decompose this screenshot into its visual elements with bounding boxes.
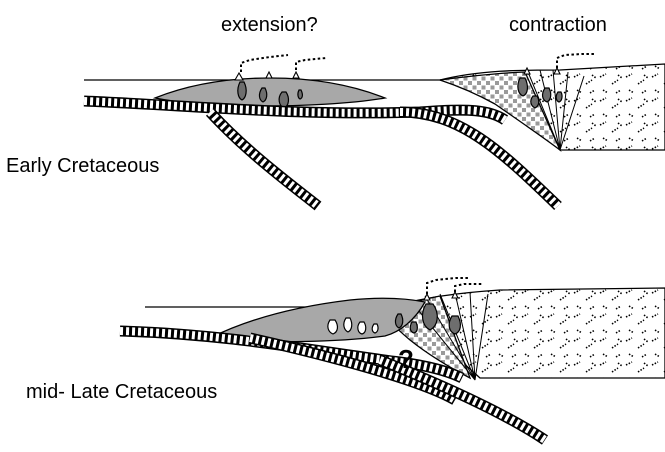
pluton	[518, 78, 528, 96]
late-cretaceous-panel: ? mid- Late Cretaceous	[26, 278, 665, 440]
subducting-slabs	[84, 101, 558, 206]
pluton	[259, 88, 266, 102]
eruption-plumes	[241, 55, 326, 72]
pluton	[531, 96, 539, 108]
pluton	[543, 88, 551, 102]
pluton	[449, 316, 460, 334]
pluton	[395, 314, 402, 328]
pluton	[344, 318, 352, 332]
pluton	[238, 82, 246, 100]
pluton	[298, 90, 302, 99]
pluton	[372, 324, 378, 333]
pluton	[556, 92, 562, 102]
late-cretaceous-label: mid- Late Cretaceous	[26, 381, 217, 403]
early-cretaceous-panel: extension? contraction	[6, 14, 665, 206]
pluton	[423, 304, 438, 330]
contraction-label: contraction	[509, 14, 607, 36]
pluton	[279, 92, 288, 108]
early-cretaceous-label: Early Cretaceous	[6, 155, 159, 177]
pluton	[358, 322, 366, 334]
pluton	[410, 322, 417, 333]
question-mark: ?	[398, 344, 414, 374]
extension-label: extension?	[221, 14, 318, 36]
pluton	[328, 320, 338, 334]
arc-plume	[557, 54, 596, 68]
